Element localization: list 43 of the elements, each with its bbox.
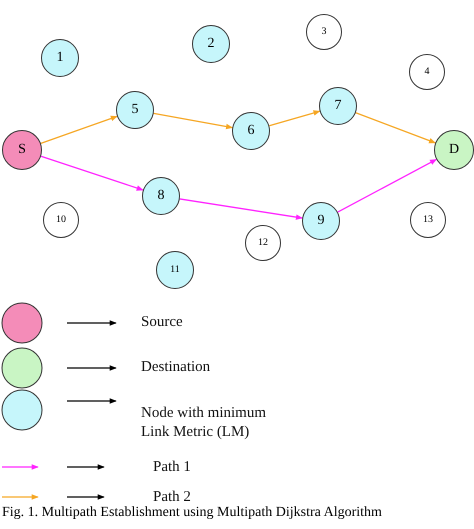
arrow bbox=[40, 156, 144, 191]
node-label: 2 bbox=[208, 37, 214, 51]
network-node bbox=[2, 130, 42, 170]
arrow bbox=[40, 116, 118, 144]
node-label: 10 bbox=[56, 215, 66, 225]
node-label: 9 bbox=[318, 214, 324, 228]
legend-text: Node with minimum Link Metric (LM) bbox=[141, 404, 267, 442]
network-node bbox=[306, 14, 342, 50]
arrow bbox=[356, 112, 436, 144]
network-node bbox=[142, 177, 180, 215]
network-node bbox=[245, 225, 281, 261]
node-label: 6 bbox=[248, 124, 254, 138]
node-label: 3 bbox=[322, 27, 326, 37]
network-node bbox=[156, 251, 194, 289]
node-label: 13 bbox=[423, 215, 433, 225]
legend-text: Destination bbox=[141, 358, 212, 377]
legend-text: Source bbox=[141, 313, 184, 332]
node-label: S bbox=[18, 143, 26, 157]
node-label: 1 bbox=[56, 51, 64, 65]
network-node bbox=[302, 202, 340, 240]
network-node bbox=[192, 25, 230, 63]
node-label: 8 bbox=[158, 189, 164, 203]
node-label: 7 bbox=[334, 99, 342, 113]
network-node bbox=[409, 54, 445, 90]
network-node bbox=[41, 39, 79, 77]
arrow bbox=[337, 158, 437, 213]
network-node bbox=[232, 112, 270, 150]
node-label: D bbox=[448, 143, 460, 157]
network-node bbox=[116, 91, 154, 129]
network-node bbox=[434, 130, 474, 170]
network-node bbox=[319, 87, 357, 125]
caption: Fig. 1. Multipath Establishment using Multipath Dijkstra Algorithm bbox=[2, 505, 382, 521]
node-label: 11 bbox=[170, 265, 180, 275]
legend-text: Path 2 bbox=[153, 488, 192, 506]
arrow bbox=[154, 112, 233, 130]
arrow bbox=[269, 110, 320, 126]
network-node bbox=[410, 202, 446, 238]
node-label: 5 bbox=[132, 103, 138, 117]
legend-text: Path 1 bbox=[153, 458, 192, 477]
network-node bbox=[43, 202, 79, 238]
arrow bbox=[180, 198, 303, 220]
node-label: 4 bbox=[424, 67, 430, 77]
node-label: 12 bbox=[258, 238, 268, 248]
